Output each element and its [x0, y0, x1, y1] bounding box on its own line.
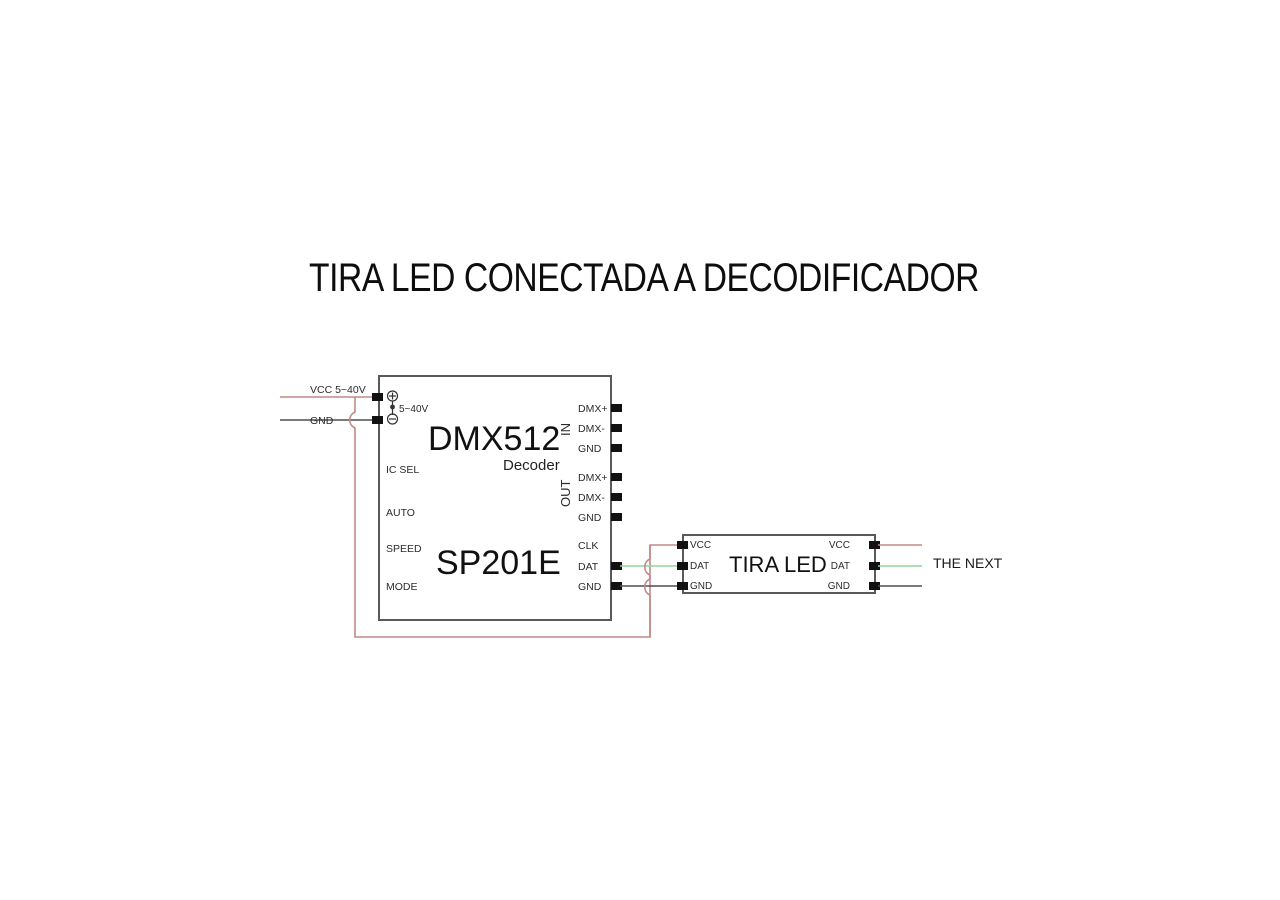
vcc-input-label: VCC 5~40V — [310, 384, 366, 396]
supply-negative-icon — [386, 413, 399, 425]
decoder-label-auto: AUTO — [386, 507, 415, 519]
led-strip-right-pin-gnd — [869, 582, 880, 590]
led-strip-left-label-vcc: VCC — [690, 540, 711, 551]
decoder-pin-label-dat: DAT — [578, 561, 599, 573]
led-strip-right-label-vcc: VCC — [829, 540, 850, 551]
supply-node-dot — [390, 404, 395, 410]
decoder-group-in-label: IN — [558, 423, 573, 436]
decoder-pin-label-in-dmxm: DMX- — [578, 423, 605, 435]
decoder-pin-label-gnd-out: GND — [578, 581, 602, 593]
decoder-block — [378, 375, 612, 621]
decoder-gnd-pin — [372, 416, 383, 424]
decoder-group-out-label: OUT — [558, 480, 573, 508]
led-strip-right-label-gnd: GND — [828, 581, 850, 592]
decoder-label-mode: MODE — [386, 581, 418, 593]
decoder-pin-label-in-dmxp: DMX+ — [578, 403, 607, 415]
decoder-pin-label-out-dmxm: DMX- — [578, 492, 605, 504]
led-strip-left-pin-dat — [677, 562, 688, 570]
decoder-label-speed: SPEED — [386, 543, 422, 555]
led-strip-left-pin-vcc — [677, 541, 688, 549]
decoder-pin-in-dmxm — [611, 424, 622, 432]
vcc-riser-wire — [643, 544, 683, 637]
decoder-pin-in-gnd — [611, 444, 622, 452]
led-strip-title: TIRA LED — [729, 552, 827, 577]
decoder-model-label: SP201E — [436, 544, 561, 582]
the-next-label: THE NEXT — [933, 555, 1003, 571]
page-title: TIRA LED CONECTADA A DECODIFICADOR — [309, 256, 979, 300]
led-strip-right-label-dat: DAT — [831, 561, 850, 572]
decoder-pin-dat — [611, 562, 622, 570]
supply-voltage-label: 5~40V — [399, 404, 429, 415]
decoder-pin-label-out-gnd: GND — [578, 512, 602, 524]
decoder-pin-out-dmxp — [611, 473, 622, 481]
decoder-main-label: DMX512 — [428, 420, 560, 458]
decoder-pin-label-clk: CLK — [578, 540, 598, 552]
decoder-pin-label-in-gnd: GND — [578, 443, 602, 455]
led-strip-block — [682, 534, 876, 594]
decoder-pin-in-dmxp — [611, 404, 622, 412]
decoder-sub-label: Decoder — [503, 457, 560, 474]
decoder-label-ic-sel: IC SEL — [386, 464, 419, 476]
led-strip-right-pin-vcc — [869, 541, 880, 549]
decoder-vcc-pin — [372, 393, 383, 401]
led-strip-left-label-gnd: GND — [690, 581, 712, 592]
decoder-pin-gnd-out — [611, 582, 622, 590]
led-strip-left-pin-gnd — [677, 582, 688, 590]
vcc-distribution-wire — [348, 397, 651, 638]
decoder-pin-out-gnd — [611, 513, 622, 521]
decoder-pin-label-out-dmxp: DMX+ — [578, 472, 607, 484]
decoder-pin-out-dmxm — [611, 493, 622, 501]
led-strip-left-label-dat: DAT — [690, 561, 709, 572]
gnd-input-label: GND — [310, 415, 334, 427]
led-strip-right-pin-dat — [869, 562, 880, 570]
